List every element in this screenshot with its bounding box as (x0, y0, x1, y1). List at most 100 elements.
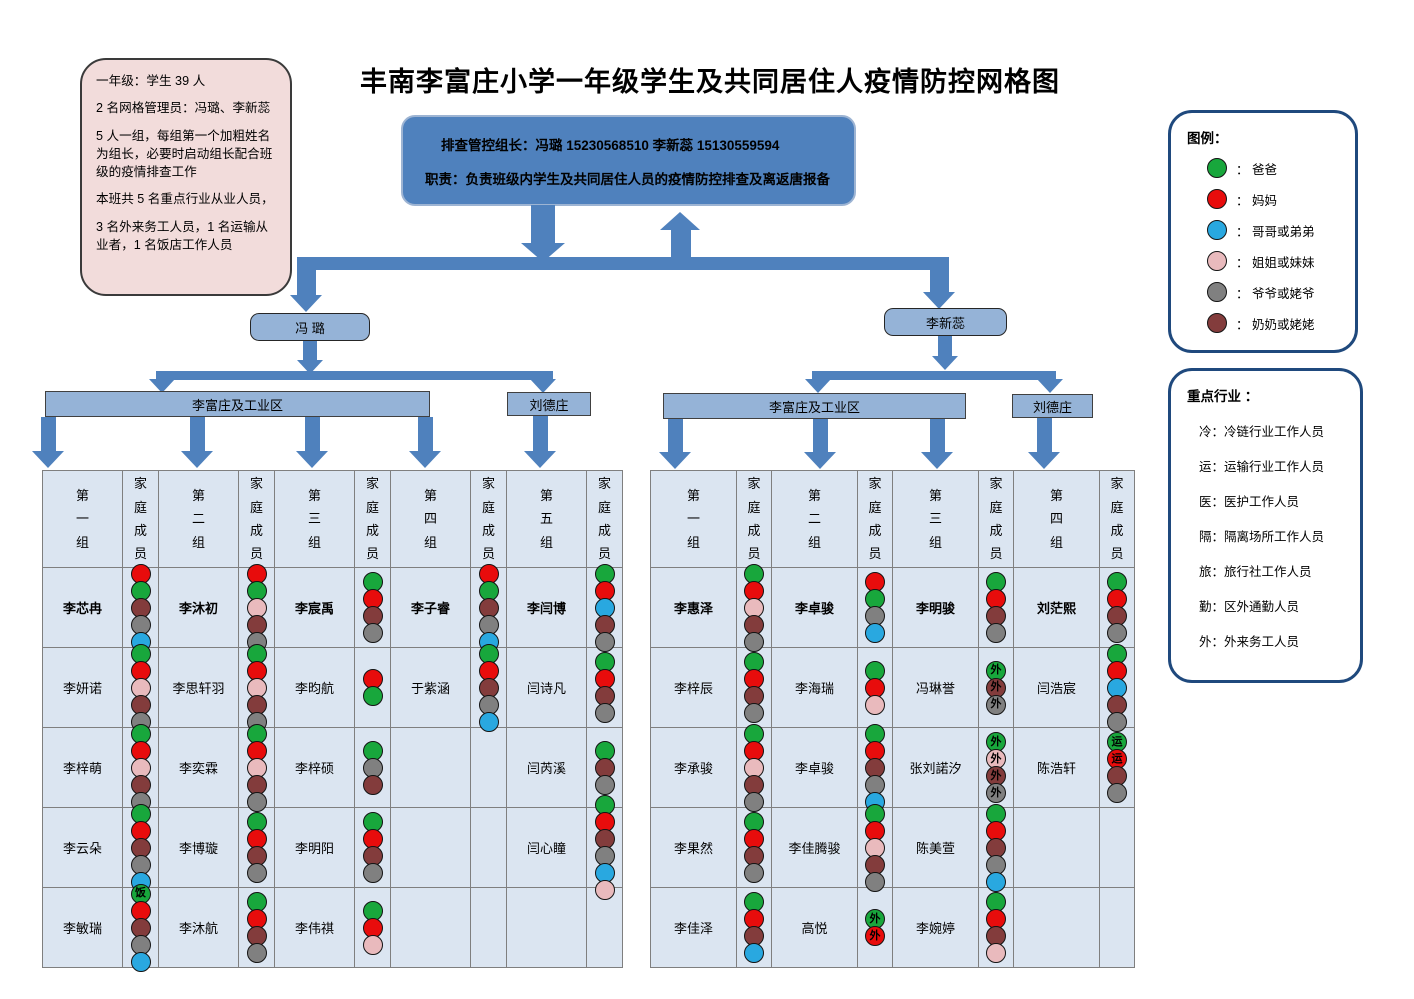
manager-node-fengl u: 冯 璐 (250, 313, 370, 341)
member-dot-brother (986, 871, 1006, 892)
legend-title: 图例： (1187, 131, 1228, 146)
member-dot-grandpa (246, 863, 267, 883)
student-name-cell (390, 727, 471, 808)
student-row: 李芯冉李沐初李宸禹李子睿李闫博 (42, 563, 623, 652)
family-header: 家 庭 成 员 (586, 470, 623, 568)
group-header: 第 三 组 (274, 470, 355, 568)
member-dot-dad (362, 686, 383, 706)
member-dots (239, 808, 274, 887)
family-members-cell (1099, 807, 1135, 888)
member-dot-grandpa (1207, 282, 1227, 302)
member-dot-sister (362, 934, 383, 955)
member-dots (355, 728, 390, 807)
student-name-cell (506, 887, 587, 968)
page-title: 丰南李富庄小学一年级学生及共同居住人疫情防控网格图 (360, 67, 1060, 98)
right-table-arrowhead (1028, 452, 1060, 469)
note-line: 2 名网格管理员：冯璐、李新蕊 (96, 101, 271, 116)
left-table-arrowhead (524, 451, 556, 468)
industry-item: 医：医护工作人员 (1199, 495, 1300, 509)
industries-items: 冷：冷链行业工作人员运：运输行业工作人员医：医护工作人员隔：隔离场所工作人员旅：… (1185, 421, 1346, 650)
student-name-cell: 闫浩宸 (1013, 647, 1100, 728)
student-name-cell (1013, 887, 1100, 968)
student-name-cell: 李沐初 (158, 567, 239, 648)
member-dot-grandpa (594, 703, 615, 723)
family-members-cell (736, 887, 772, 968)
legend-label: ： 姐姐或妹妹 (1236, 255, 1315, 270)
family-members-cell (354, 807, 391, 888)
family-header: 家 庭 成 员 (978, 470, 1014, 568)
left-table-grid: 第 一 组家 庭 成 员第 二 组家 庭 成 员第 三 组家 庭 成 员第 四 … (42, 470, 623, 972)
left-table-arrow-shaft (305, 417, 320, 451)
right-bar-end-left (812, 371, 824, 379)
manager-name: 冯 璐 (295, 320, 325, 336)
member-dot-grandpa (1107, 711, 1127, 732)
left-table-arrowhead (409, 451, 441, 468)
student-row: 李惠泽李卓骏李明骏刘茫熙 (650, 563, 1135, 652)
family-members-cell: 运运 (1099, 727, 1135, 808)
industry-item: 勤：区外通勤人员 (1199, 600, 1300, 614)
right-table-arrow-shaft (1037, 418, 1052, 452)
header-row: 第 一 组家 庭 成 员第 二 组家 庭 成 员第 三 组家 庭 成 员第 四 … (42, 470, 623, 568)
legend-label: ： 哥哥或弟弟 (1236, 224, 1315, 239)
family-header: 家 庭 成 员 (354, 470, 391, 568)
member-dots (858, 803, 892, 892)
member-dot-grandpa (362, 863, 383, 883)
student-name-cell: 李芯冉 (42, 567, 123, 648)
member-dot-sister (594, 880, 615, 900)
member-dots: 外外外外 (979, 728, 1013, 807)
left-table-arrow-shaft (418, 417, 433, 451)
member-dot-grandpa (744, 791, 764, 812)
group-header: 第 五 组 (506, 470, 587, 568)
note-line: 3 名外来务工人员，1 名运输从业者，1 名饭店工作人员 (96, 219, 269, 252)
family-members-cell (586, 647, 623, 728)
command-box: 排查管控组长：冯璐 15230568510 李新蕊 15130559594 职责… (401, 115, 856, 206)
right-table-arrowhead (921, 452, 953, 469)
left-manager-arrowhead (290, 295, 322, 312)
student-name-cell: 陈浩轩 (1013, 727, 1100, 808)
member-dots (979, 888, 1013, 967)
member-dot-grandma (362, 774, 383, 795)
area-node-liudezhuang-right: 刘德庄 (1012, 394, 1093, 418)
member-dots (123, 723, 158, 812)
industry-item: 运：运输行业工作人员 (1199, 460, 1325, 474)
member-dots (355, 888, 390, 967)
member-dot-brother (130, 951, 151, 972)
member-dots (471, 563, 506, 652)
left-table-arrow-shaft (41, 417, 56, 451)
student-row: 李佳泽高悦外外李婉婷 (650, 887, 1135, 968)
member-dots (471, 643, 506, 732)
legend-item-grandma: ： 奶奶或姥姥 (1207, 313, 1341, 333)
left-table-arrowhead (32, 451, 64, 468)
right-table-grid: 第 一 组家 庭 成 员第 二 组家 庭 成 员第 三 组家 庭 成 员第 四 … (650, 470, 1135, 968)
legend-item-brother: ： 哥哥或弟弟 (1207, 220, 1341, 240)
left-bar-end-left (156, 371, 168, 379)
industry-item: 旅：旅行社工作人员 (1199, 565, 1312, 579)
right-manager-arrowhead (923, 292, 955, 309)
family-members-cell (978, 887, 1014, 968)
manager-node-lixinrui: 李新蕊 (884, 308, 1007, 336)
member-dots: 运运 (1100, 728, 1134, 807)
member-dots (979, 803, 1013, 892)
student-name-cell: 李梓硕 (274, 727, 355, 808)
member-dots (239, 723, 274, 812)
member-dots (355, 808, 390, 887)
left-area-arrowhead-2 (530, 379, 556, 393)
member-dot-grandpa (986, 623, 1006, 643)
family-members-cell (122, 643, 159, 732)
member-dots: 饭 (123, 883, 158, 972)
family-members-cell (857, 723, 893, 812)
group-header: 第 二 组 (158, 470, 239, 568)
right-table-arrow-shaft (930, 419, 945, 452)
student-name-cell: 李子睿 (390, 567, 471, 648)
student-name-cell: 李海瑞 (771, 647, 858, 728)
member-dot-brother (1207, 220, 1227, 240)
note-line: 本班共 5 名重点行业从业人员， (96, 192, 274, 207)
student-name-cell: 李明阳 (274, 807, 355, 888)
member-dot-grandpa (594, 774, 615, 795)
family-members-cell: 外外外 (978, 647, 1014, 728)
family-members-cell (586, 563, 623, 652)
member-dots (587, 648, 622, 727)
industries-box: 重点行业 ： 冷：冷链行业工作人员运：运输行业工作人员医：医护工作人员隔：隔离场… (1168, 368, 1363, 683)
right-table-arrowhead (659, 452, 691, 469)
student-name-cell: 李宸禹 (274, 567, 355, 648)
